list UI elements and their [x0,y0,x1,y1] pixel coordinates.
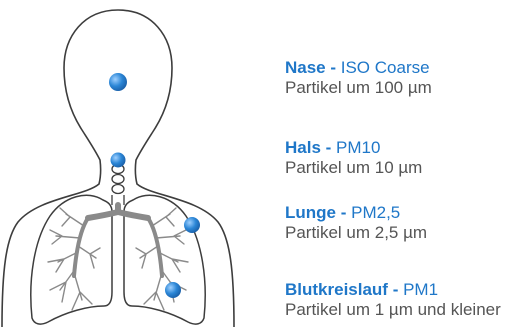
particle-dot-nose [109,73,127,91]
label-nose: Nase - ISO Coarse Partikel um 100 µm [285,58,432,97]
label-throat-name: Hals - [285,138,336,157]
label-lung: Lunge - PM2,5 Partikel um 2,5 µm [285,203,427,242]
label-lung-particle: Partikel um 2,5 µm [285,223,427,243]
particle-dot-throat [111,153,126,168]
label-nose-fraction: ISO Coarse [341,58,430,77]
label-bloodstream-fraction: PM1 [403,280,438,299]
label-throat-fraction: PM10 [336,138,380,157]
label-lung-heading: Lunge - PM2,5 [285,203,427,223]
label-nose-heading: Nase - ISO Coarse [285,58,432,78]
label-bloodstream-name: Blutkreislauf - [285,280,403,299]
label-throat: Hals - PM10 Partikel um 10 µm [285,138,422,177]
label-bloodstream-heading: Blutkreislauf - PM1 [285,280,501,300]
label-throat-particle: Partikel um 10 µm [285,158,422,178]
label-nose-name: Nase - [285,58,341,77]
particle-dot-blood [165,282,181,298]
label-bloodstream: Blutkreislauf - PM1 Partikel um 1 µm und… [285,280,501,319]
label-nose-particle: Partikel um 100 µm [285,78,432,98]
label-lung-fraction: PM2,5 [351,203,400,222]
label-throat-heading: Hals - PM10 [285,138,422,158]
label-bloodstream-particle: Partikel um 1 µm und kleiner [285,300,501,320]
label-lung-name: Lunge - [285,203,351,222]
particle-dot-lung [184,217,200,233]
